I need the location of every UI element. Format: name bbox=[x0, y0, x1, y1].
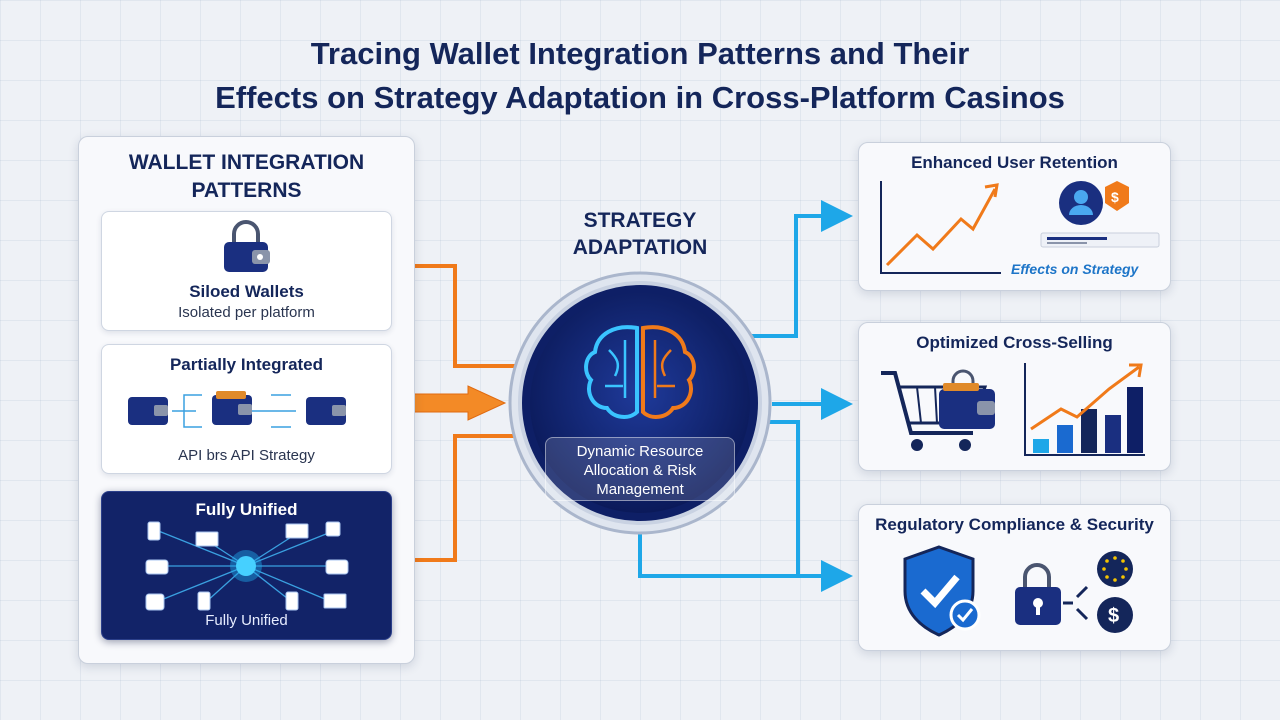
orange-main-arrow bbox=[399, 385, 507, 421]
heading-line-2: PATTERNS bbox=[191, 179, 302, 202]
hub-caption-line-2: Allocation & Risk bbox=[583, 462, 697, 479]
blue-connector-bottom bbox=[638, 528, 800, 578]
shield-check-icon bbox=[903, 545, 981, 637]
eu-badge-icon bbox=[1097, 551, 1133, 587]
brain-icon bbox=[584, 325, 696, 419]
connected-wallets-icon bbox=[128, 391, 346, 428]
partially-integrated-title: Partially Integrated bbox=[169, 355, 324, 374]
heading-line-1: WALLET INTEGRATION bbox=[128, 151, 365, 174]
strategy-adaptation-label: STRATEGY ADAPTATION bbox=[520, 207, 760, 261]
fully-unified-subtitle: Fully Unified bbox=[205, 612, 288, 629]
orange-connector-top bbox=[400, 264, 515, 368]
effects-on-strategy-caption: Effects on Strategy bbox=[1011, 261, 1139, 277]
blue-connector-top bbox=[752, 200, 853, 338]
wallet-patterns-heading: WALLET INTEGRATION PATTERNS bbox=[79, 149, 414, 205]
page-title: Tracing Wallet Integration Patterns and … bbox=[0, 32, 1280, 120]
compliance-security-card: Regulatory Compliance & Security $ bbox=[858, 504, 1171, 651]
wallet-lock-icon bbox=[224, 220, 270, 272]
partially-integrated-subtitle: API brs API Strategy bbox=[178, 447, 315, 464]
partially-integrated-card: Partially Integrated API brs API Strateg… bbox=[101, 344, 392, 474]
blue-connector-lower bbox=[752, 420, 853, 592]
user-dollar-icon: $ bbox=[1040, 181, 1160, 248]
cross-selling-title: Optimized Cross-Selling bbox=[916, 333, 1113, 352]
hub-caption-line-3: Management bbox=[596, 481, 684, 498]
hub-caption-line-1: Dynamic Resource bbox=[576, 443, 704, 460]
siloed-wallets-card: Siloed Wallets Isolated per platform bbox=[101, 211, 392, 331]
siloed-wallets-subtitle: Isolated per platform bbox=[178, 304, 315, 321]
center-label-line-1: STRATEGY bbox=[583, 209, 697, 232]
title-line-1: Tracing Wallet Integration Patterns and … bbox=[310, 36, 970, 71]
user-retention-card: Enhanced User Retention $ Effects on Str… bbox=[858, 142, 1171, 291]
title-line-2: Effects on Strategy Adaptation in Cross-… bbox=[215, 80, 1065, 115]
fully-unified-card: Fully Unified Fully Unified bbox=[101, 491, 392, 640]
dollar-badge-icon: $ bbox=[1097, 597, 1133, 633]
svg-text:$: $ bbox=[1108, 605, 1119, 627]
unified-network-icon bbox=[145, 521, 349, 611]
siloed-wallets-title: Siloed Wallets bbox=[189, 282, 304, 301]
lock-chain-icon bbox=[1015, 563, 1089, 625]
svg-text:$: $ bbox=[1111, 189, 1119, 205]
bar-chart-icon bbox=[1024, 363, 1145, 456]
cross-selling-card: Optimized Cross-Selling bbox=[858, 322, 1171, 471]
center-label-line-2: ADAPTATION bbox=[572, 236, 708, 259]
hub-caption: Dynamic Resource Allocation & Risk Manag… bbox=[545, 437, 735, 501]
compliance-security-title: Regulatory Compliance & Security bbox=[875, 515, 1154, 534]
user-retention-title: Enhanced User Retention bbox=[911, 153, 1118, 172]
wallet-patterns-panel: WALLET INTEGRATION PATTERNS Siloed Walle… bbox=[78, 136, 415, 664]
line-chart-icon bbox=[880, 181, 1001, 274]
fully-unified-title: Fully Unified bbox=[195, 500, 298, 519]
strategy-hub bbox=[508, 271, 772, 535]
orange-connector-bottom bbox=[400, 434, 515, 562]
cart-wallet-icon bbox=[881, 369, 995, 451]
